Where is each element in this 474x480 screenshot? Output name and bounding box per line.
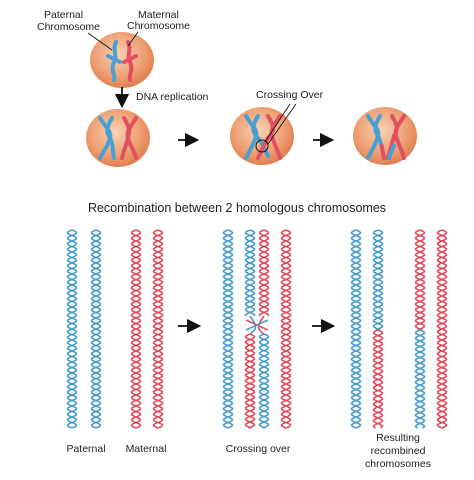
result-strand-1 bbox=[350, 229, 362, 429]
crossing-paternal-strand-2-top bbox=[244, 229, 256, 317]
dna-replication-label: DNA replication bbox=[136, 91, 209, 103]
crossover-marker-icon bbox=[255, 139, 269, 153]
result-strand-2-top bbox=[372, 229, 384, 331]
paternal-label: Paternal bbox=[66, 443, 105, 455]
maternal-label: Maternal bbox=[126, 443, 167, 455]
cell-crossing-over bbox=[230, 107, 294, 165]
paternal-pointer bbox=[87, 32, 113, 51]
maternal-chromosome-icon bbox=[126, 40, 134, 82]
paternal-chromosome-label-2: Chromosome bbox=[37, 21, 100, 33]
cell-initial bbox=[90, 32, 154, 88]
paternal-chromosome-label-1: Paternal bbox=[44, 9, 83, 21]
maternal-chromosome-label-1: Maternal bbox=[138, 9, 179, 21]
crossing-paternal-strand-1 bbox=[222, 229, 234, 429]
crossing-maternal-strand-1-bottom bbox=[244, 333, 256, 429]
crossing-paternal-strand-2-bottom bbox=[258, 333, 270, 429]
crossing-maternal-strand-1-top bbox=[258, 229, 270, 317]
maternal-chromosome-label-2: Chromosome bbox=[127, 20, 190, 32]
paternal-strand-2 bbox=[90, 229, 102, 429]
recombination-title: Recombination between 2 homologous chrom… bbox=[88, 201, 386, 215]
result-strand-3-bottom bbox=[414, 329, 426, 429]
maternal-strand-1 bbox=[130, 229, 142, 429]
resulting-label-1: Resulting bbox=[376, 432, 420, 444]
resulting-label-3: chromosomes bbox=[365, 458, 431, 470]
cell-replicated bbox=[86, 109, 150, 167]
crossover-junction bbox=[245, 315, 269, 335]
paternal-chromosome-icon bbox=[110, 40, 118, 82]
crossing-pointer-1 bbox=[264, 103, 291, 143]
result-strand-2-bottom bbox=[372, 329, 384, 429]
crossing-maternal-strand-2 bbox=[280, 229, 292, 429]
crossing-over-top-label: Crossing Over bbox=[256, 89, 324, 101]
crossing-over-bottom-label: Crossing over bbox=[226, 443, 291, 455]
resulting-label-2: recombined bbox=[371, 445, 426, 457]
maternal-strand-2 bbox=[152, 229, 164, 429]
result-strand-3-top bbox=[414, 229, 426, 331]
strand-panel bbox=[66, 229, 448, 429]
crossing-pointer-2 bbox=[267, 103, 297, 145]
paternal-strand-1 bbox=[66, 229, 78, 429]
cell-recombined bbox=[353, 107, 417, 165]
maternal-pointer bbox=[127, 31, 139, 47]
result-strand-4 bbox=[436, 229, 448, 429]
